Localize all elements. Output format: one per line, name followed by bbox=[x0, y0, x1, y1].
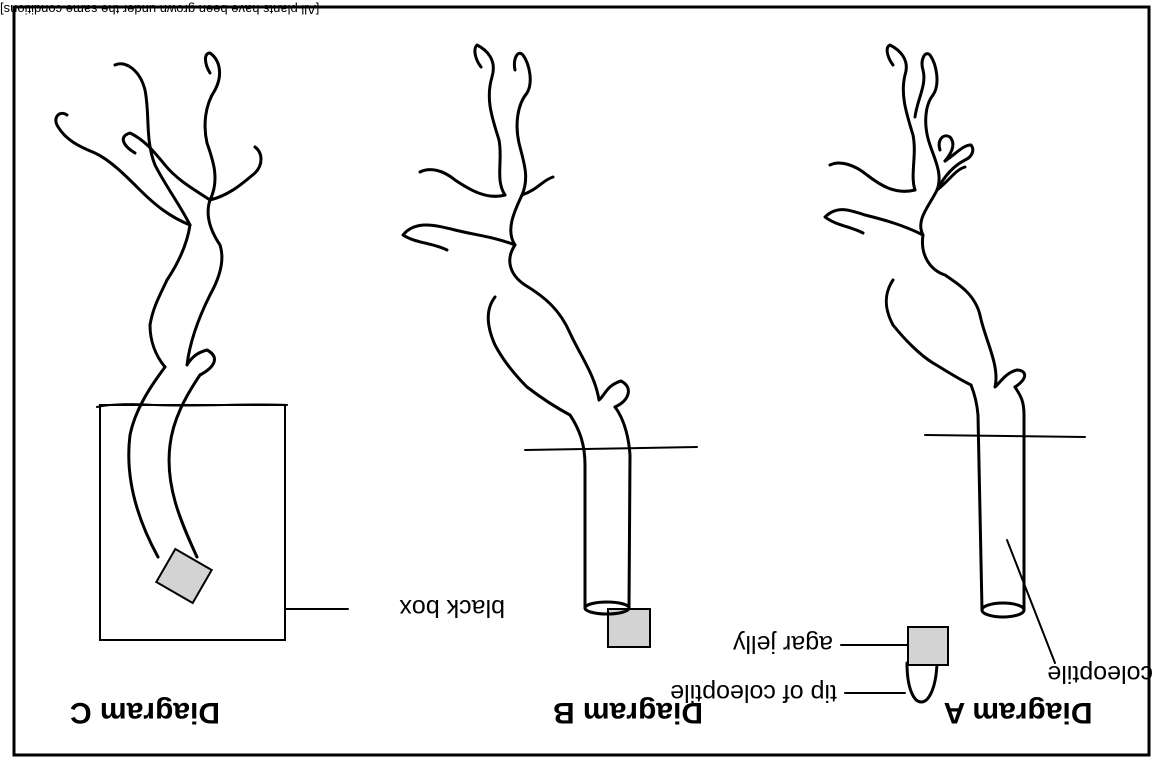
black-box-label: black box bbox=[399, 594, 505, 622]
diagram-a-title: Diagram A bbox=[944, 696, 1093, 729]
stem-a-right bbox=[971, 385, 982, 610]
stem-b-right bbox=[570, 415, 585, 608]
figure-frame bbox=[14, 7, 1149, 755]
stem-b-left bbox=[615, 407, 630, 608]
black-box bbox=[100, 405, 285, 640]
diagram-c: Diagram C black box bbox=[56, 53, 505, 729]
agar-jelly-block-c bbox=[156, 549, 211, 603]
diagram-a: Diagram A tip of coleoptile agar jelly c… bbox=[670, 45, 1153, 729]
diagram-b-title: Diagram B bbox=[553, 696, 703, 729]
stem-a-left bbox=[1015, 387, 1024, 610]
stem-c-right bbox=[169, 375, 200, 557]
coleoptile-label: coleoptile bbox=[1047, 660, 1153, 688]
seedling-leaves-b bbox=[403, 45, 628, 415]
coleoptile-cut-end-a bbox=[982, 603, 1024, 617]
diagram-b: Diagram B bbox=[403, 45, 703, 729]
diagram-c-title: Diagram C bbox=[70, 696, 220, 729]
soil-line-a bbox=[925, 435, 1085, 437]
seedling-leaves-c bbox=[56, 53, 261, 375]
agar-jelly-block-a bbox=[908, 627, 948, 665]
soil-line-b bbox=[525, 447, 697, 450]
seedling-leaves-a bbox=[825, 45, 1025, 387]
stem-c-left bbox=[129, 367, 165, 557]
detached-coleoptile-tip bbox=[907, 663, 937, 702]
agar-label: agar jelly bbox=[732, 630, 833, 658]
coleoptile-label-leader bbox=[1007, 540, 1055, 663]
figure-caption: [All plants have been grown under the sa… bbox=[0, 2, 319, 17]
